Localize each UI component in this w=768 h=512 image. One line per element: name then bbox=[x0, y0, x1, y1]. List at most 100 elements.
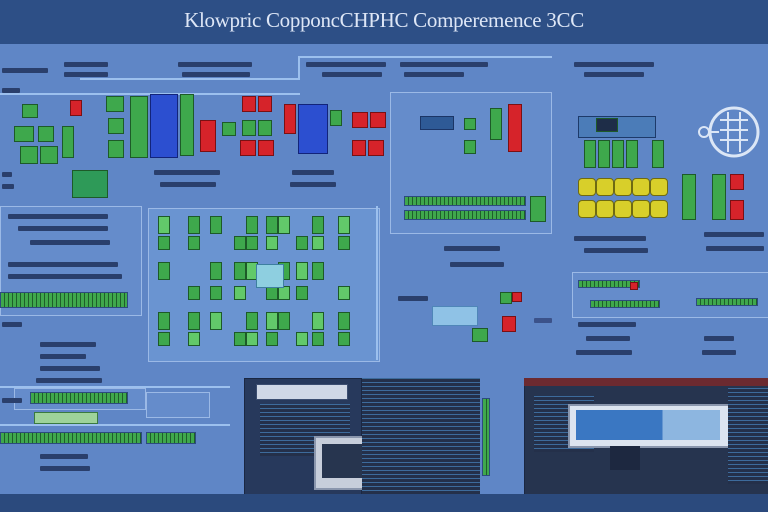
board-chip bbox=[210, 286, 222, 300]
board-chip bbox=[158, 312, 170, 330]
strip-connector bbox=[0, 432, 142, 444]
strip-connector bbox=[0, 292, 128, 308]
chip bbox=[70, 100, 82, 116]
label bbox=[30, 240, 110, 245]
board-chip bbox=[158, 216, 170, 234]
board-chip bbox=[266, 236, 278, 250]
rack-rail bbox=[482, 398, 490, 476]
chip bbox=[596, 118, 618, 132]
board-chip bbox=[246, 236, 258, 250]
chip bbox=[682, 174, 696, 220]
chip bbox=[22, 104, 38, 118]
workstation-base bbox=[610, 446, 640, 470]
chip-yellow bbox=[578, 178, 596, 196]
wire bbox=[0, 424, 230, 426]
label bbox=[2, 322, 22, 327]
board-chip bbox=[312, 312, 324, 330]
chip bbox=[108, 118, 124, 134]
chip bbox=[352, 112, 368, 128]
bottom-bar bbox=[0, 494, 768, 512]
board-chip bbox=[234, 262, 246, 280]
chip bbox=[330, 110, 342, 126]
board-chip bbox=[188, 332, 200, 346]
label bbox=[40, 366, 100, 371]
strip-connector bbox=[590, 300, 660, 308]
label bbox=[444, 246, 500, 251]
label bbox=[64, 72, 108, 77]
board-chip bbox=[158, 262, 170, 280]
board-chip bbox=[296, 286, 308, 300]
label bbox=[576, 350, 632, 355]
label bbox=[2, 398, 22, 403]
label bbox=[40, 354, 86, 359]
chip bbox=[530, 196, 546, 222]
label bbox=[36, 378, 102, 383]
label bbox=[584, 248, 648, 253]
chip bbox=[490, 108, 502, 140]
chip bbox=[472, 328, 488, 342]
board-chip bbox=[188, 312, 200, 330]
board-chip bbox=[338, 312, 350, 330]
chip bbox=[284, 104, 296, 134]
board-chip bbox=[188, 216, 200, 234]
board-chip bbox=[266, 216, 278, 234]
label bbox=[8, 214, 108, 219]
strip-connector bbox=[696, 298, 758, 306]
label bbox=[404, 72, 464, 77]
label bbox=[574, 236, 646, 241]
label bbox=[2, 172, 12, 177]
chip bbox=[240, 140, 256, 156]
label bbox=[306, 62, 386, 67]
board-chip bbox=[312, 332, 324, 346]
chip bbox=[106, 96, 124, 112]
chip bbox=[370, 112, 386, 128]
label bbox=[292, 170, 334, 175]
label bbox=[706, 246, 764, 251]
label bbox=[40, 342, 96, 347]
board-chip bbox=[266, 312, 278, 330]
strip-connector bbox=[30, 392, 128, 404]
chip bbox=[108, 140, 124, 158]
chip bbox=[730, 200, 744, 220]
server-rack bbox=[362, 378, 480, 494]
chip-yellow bbox=[632, 178, 650, 196]
chip-yellow bbox=[650, 200, 668, 218]
wire bbox=[300, 56, 552, 58]
board-chip bbox=[234, 236, 246, 250]
label bbox=[322, 72, 382, 77]
circuit-brain-icon bbox=[690, 98, 764, 172]
board-chip bbox=[234, 286, 246, 300]
chip bbox=[730, 174, 744, 190]
board-chip bbox=[278, 312, 290, 330]
board-memory bbox=[256, 264, 284, 288]
chip bbox=[432, 306, 478, 326]
board-chip bbox=[158, 332, 170, 346]
label bbox=[154, 170, 220, 175]
chip bbox=[258, 140, 274, 156]
chip bbox=[298, 104, 328, 154]
board-chip bbox=[296, 332, 308, 346]
label bbox=[702, 350, 736, 355]
panel-bottom-left-2 bbox=[146, 392, 210, 418]
label bbox=[182, 72, 250, 77]
strip-connector bbox=[404, 210, 526, 220]
label bbox=[290, 182, 336, 187]
board-chip bbox=[210, 262, 222, 280]
label bbox=[2, 88, 20, 93]
label bbox=[578, 322, 636, 327]
chip bbox=[242, 96, 256, 112]
label bbox=[40, 454, 88, 459]
chip bbox=[420, 116, 454, 130]
monitor-icon bbox=[568, 404, 730, 448]
label bbox=[574, 62, 654, 67]
wire bbox=[0, 386, 230, 388]
label bbox=[704, 232, 764, 237]
chip bbox=[258, 120, 272, 136]
chip-yellow bbox=[596, 200, 614, 218]
board-chip bbox=[312, 236, 324, 250]
chip bbox=[222, 122, 236, 136]
board-chip bbox=[296, 236, 308, 250]
label bbox=[40, 466, 90, 471]
label bbox=[584, 72, 644, 77]
chip bbox=[464, 140, 476, 154]
